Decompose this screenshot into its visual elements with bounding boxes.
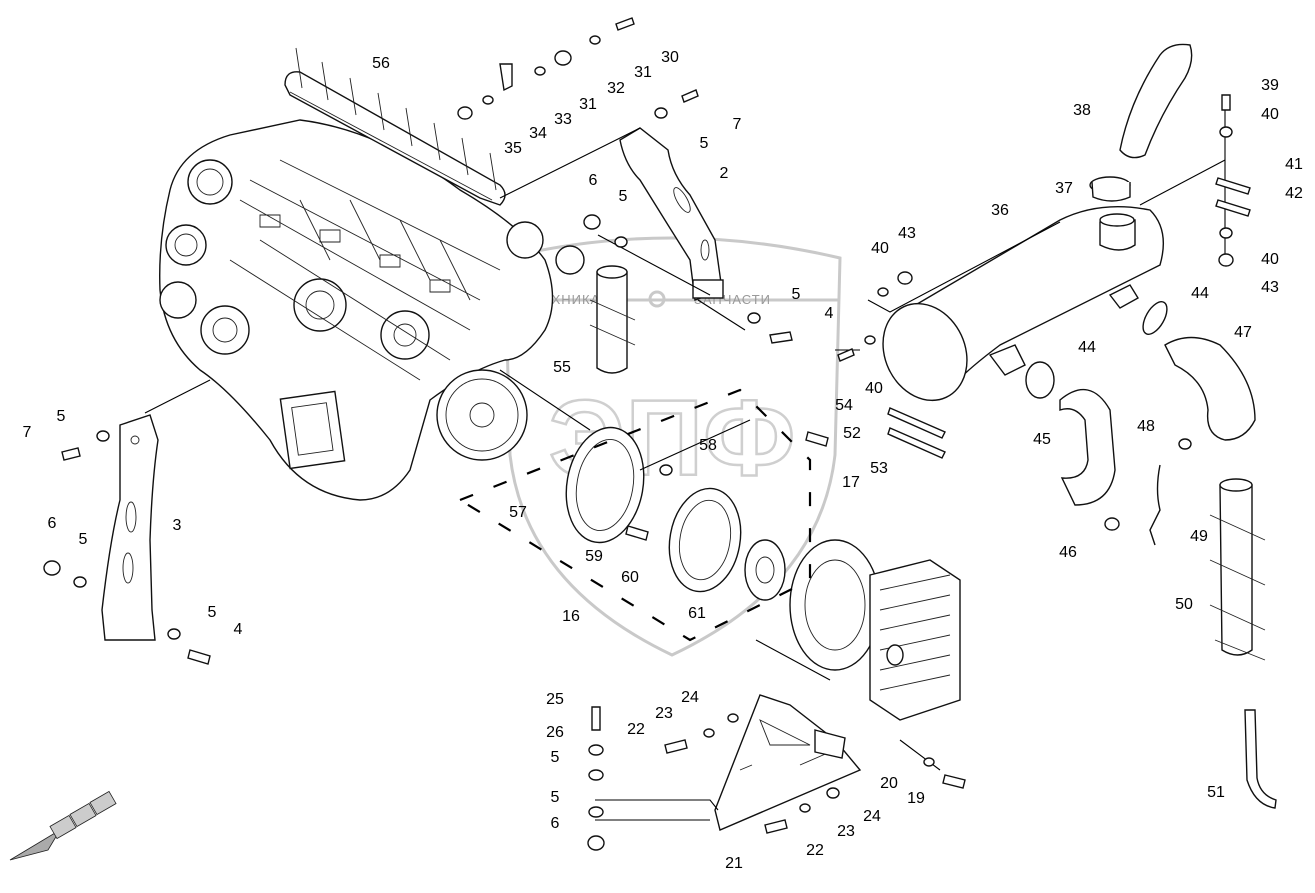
callout-c53: 53 [870,460,888,477]
callout-c41: 41 [1285,156,1303,173]
callout-c31b: 31 [579,96,597,113]
watermark: ТЕХНИКА ЗАПЧАСТИ ЭПФ [503,236,842,657]
callout-c22b: 22 [806,842,824,859]
callout-c52: 52 [843,425,861,442]
callout-c47: 47 [1234,324,1252,341]
heat-shield [284,47,506,206]
callout-c5g: 5 [551,749,560,766]
callout-c7b: 7 [23,424,32,441]
direction-arrow-icon [9,790,117,861]
engine-assembly [159,119,585,501]
callout-c5b: 5 [619,188,628,205]
callout-c34: 34 [529,125,547,142]
callout-c57: 57 [509,504,527,521]
callout-c4b: 4 [234,621,243,638]
callout-c44a: 44 [1191,285,1209,302]
callout-c6a: 6 [589,172,598,189]
callout-c24a: 24 [681,689,699,706]
bracket-upper [619,127,724,301]
callout-c6c: 6 [551,815,560,832]
callout-c36: 36 [991,202,1009,219]
callout-c5a: 5 [700,135,709,152]
callout-c4a: 4 [825,305,834,322]
callout-c48: 48 [1137,418,1155,435]
callout-c43b: 43 [898,225,916,242]
callout-c42: 42 [1285,185,1303,202]
callout-c43a: 43 [1261,279,1279,296]
callout-c50: 50 [1175,596,1193,613]
bracket-left [101,414,159,641]
callout-c2: 2 [720,165,729,182]
hoses [1025,301,1256,506]
callout-c24b: 24 [863,808,881,825]
callout-c25: 25 [546,691,564,708]
callout-c33: 33 [554,111,572,128]
callout-c38: 38 [1073,102,1091,119]
callout-c30: 30 [661,49,679,66]
callout-c40a: 40 [1261,106,1279,123]
callout-c26: 26 [546,724,564,741]
callout-c61: 61 [688,605,706,622]
callout-c39: 39 [1261,77,1279,94]
callout-c5e: 5 [79,531,88,548]
callout-c45: 45 [1033,431,1051,448]
callout-c58: 58 [699,437,717,454]
callout-c55: 55 [553,359,571,376]
callout-c23a: 23 [655,705,673,722]
cooler-assembly [789,539,961,721]
callout-c5d: 5 [57,408,66,425]
callout-c44b: 44 [1078,339,1096,356]
callout-c37: 37 [1055,180,1073,197]
callout-c5h: 5 [551,789,560,806]
watermark-shield [503,236,842,657]
watermark-gear-icon [648,290,666,308]
hose-51 [1244,709,1277,809]
callout-c22a: 22 [627,721,645,738]
callout-c40b: 40 [1261,251,1279,268]
callout-c40d: 40 [865,380,883,397]
callout-c21: 21 [725,855,743,872]
callout-c40c: 40 [871,240,889,257]
callout-c16: 16 [562,608,580,625]
muffler [882,206,1164,402]
callout-c35: 35 [504,140,522,157]
callout-c17: 17 [842,474,860,491]
callout-c3: 3 [173,517,182,534]
callout-c6b: 6 [48,515,57,532]
callout-c51: 51 [1207,784,1225,801]
pipe-elbow-top [1089,43,1193,202]
callout-c59: 59 [585,548,603,565]
bracket-lower [714,694,862,831]
pipe-50 [1209,478,1266,661]
callout-c5c: 5 [792,286,801,303]
callout-c60: 60 [621,569,639,586]
coupling-parts [565,426,786,601]
callout-c54: 54 [835,397,853,414]
pipe-55 [589,265,636,374]
callout-c31a: 31 [634,64,652,81]
callout-c20: 20 [880,775,898,792]
callout-c23b: 23 [837,823,855,840]
callout-c19: 19 [907,790,925,807]
callout-c49: 49 [1190,528,1208,545]
callout-c5f: 5 [208,604,217,621]
callout-c7a: 7 [733,116,742,133]
callout-c56a: 56 [372,55,390,72]
sensor-cable [1149,464,1161,546]
callout-c46: 46 [1059,544,1077,561]
callout-c32: 32 [607,80,625,97]
fasteners [43,17,1251,851]
